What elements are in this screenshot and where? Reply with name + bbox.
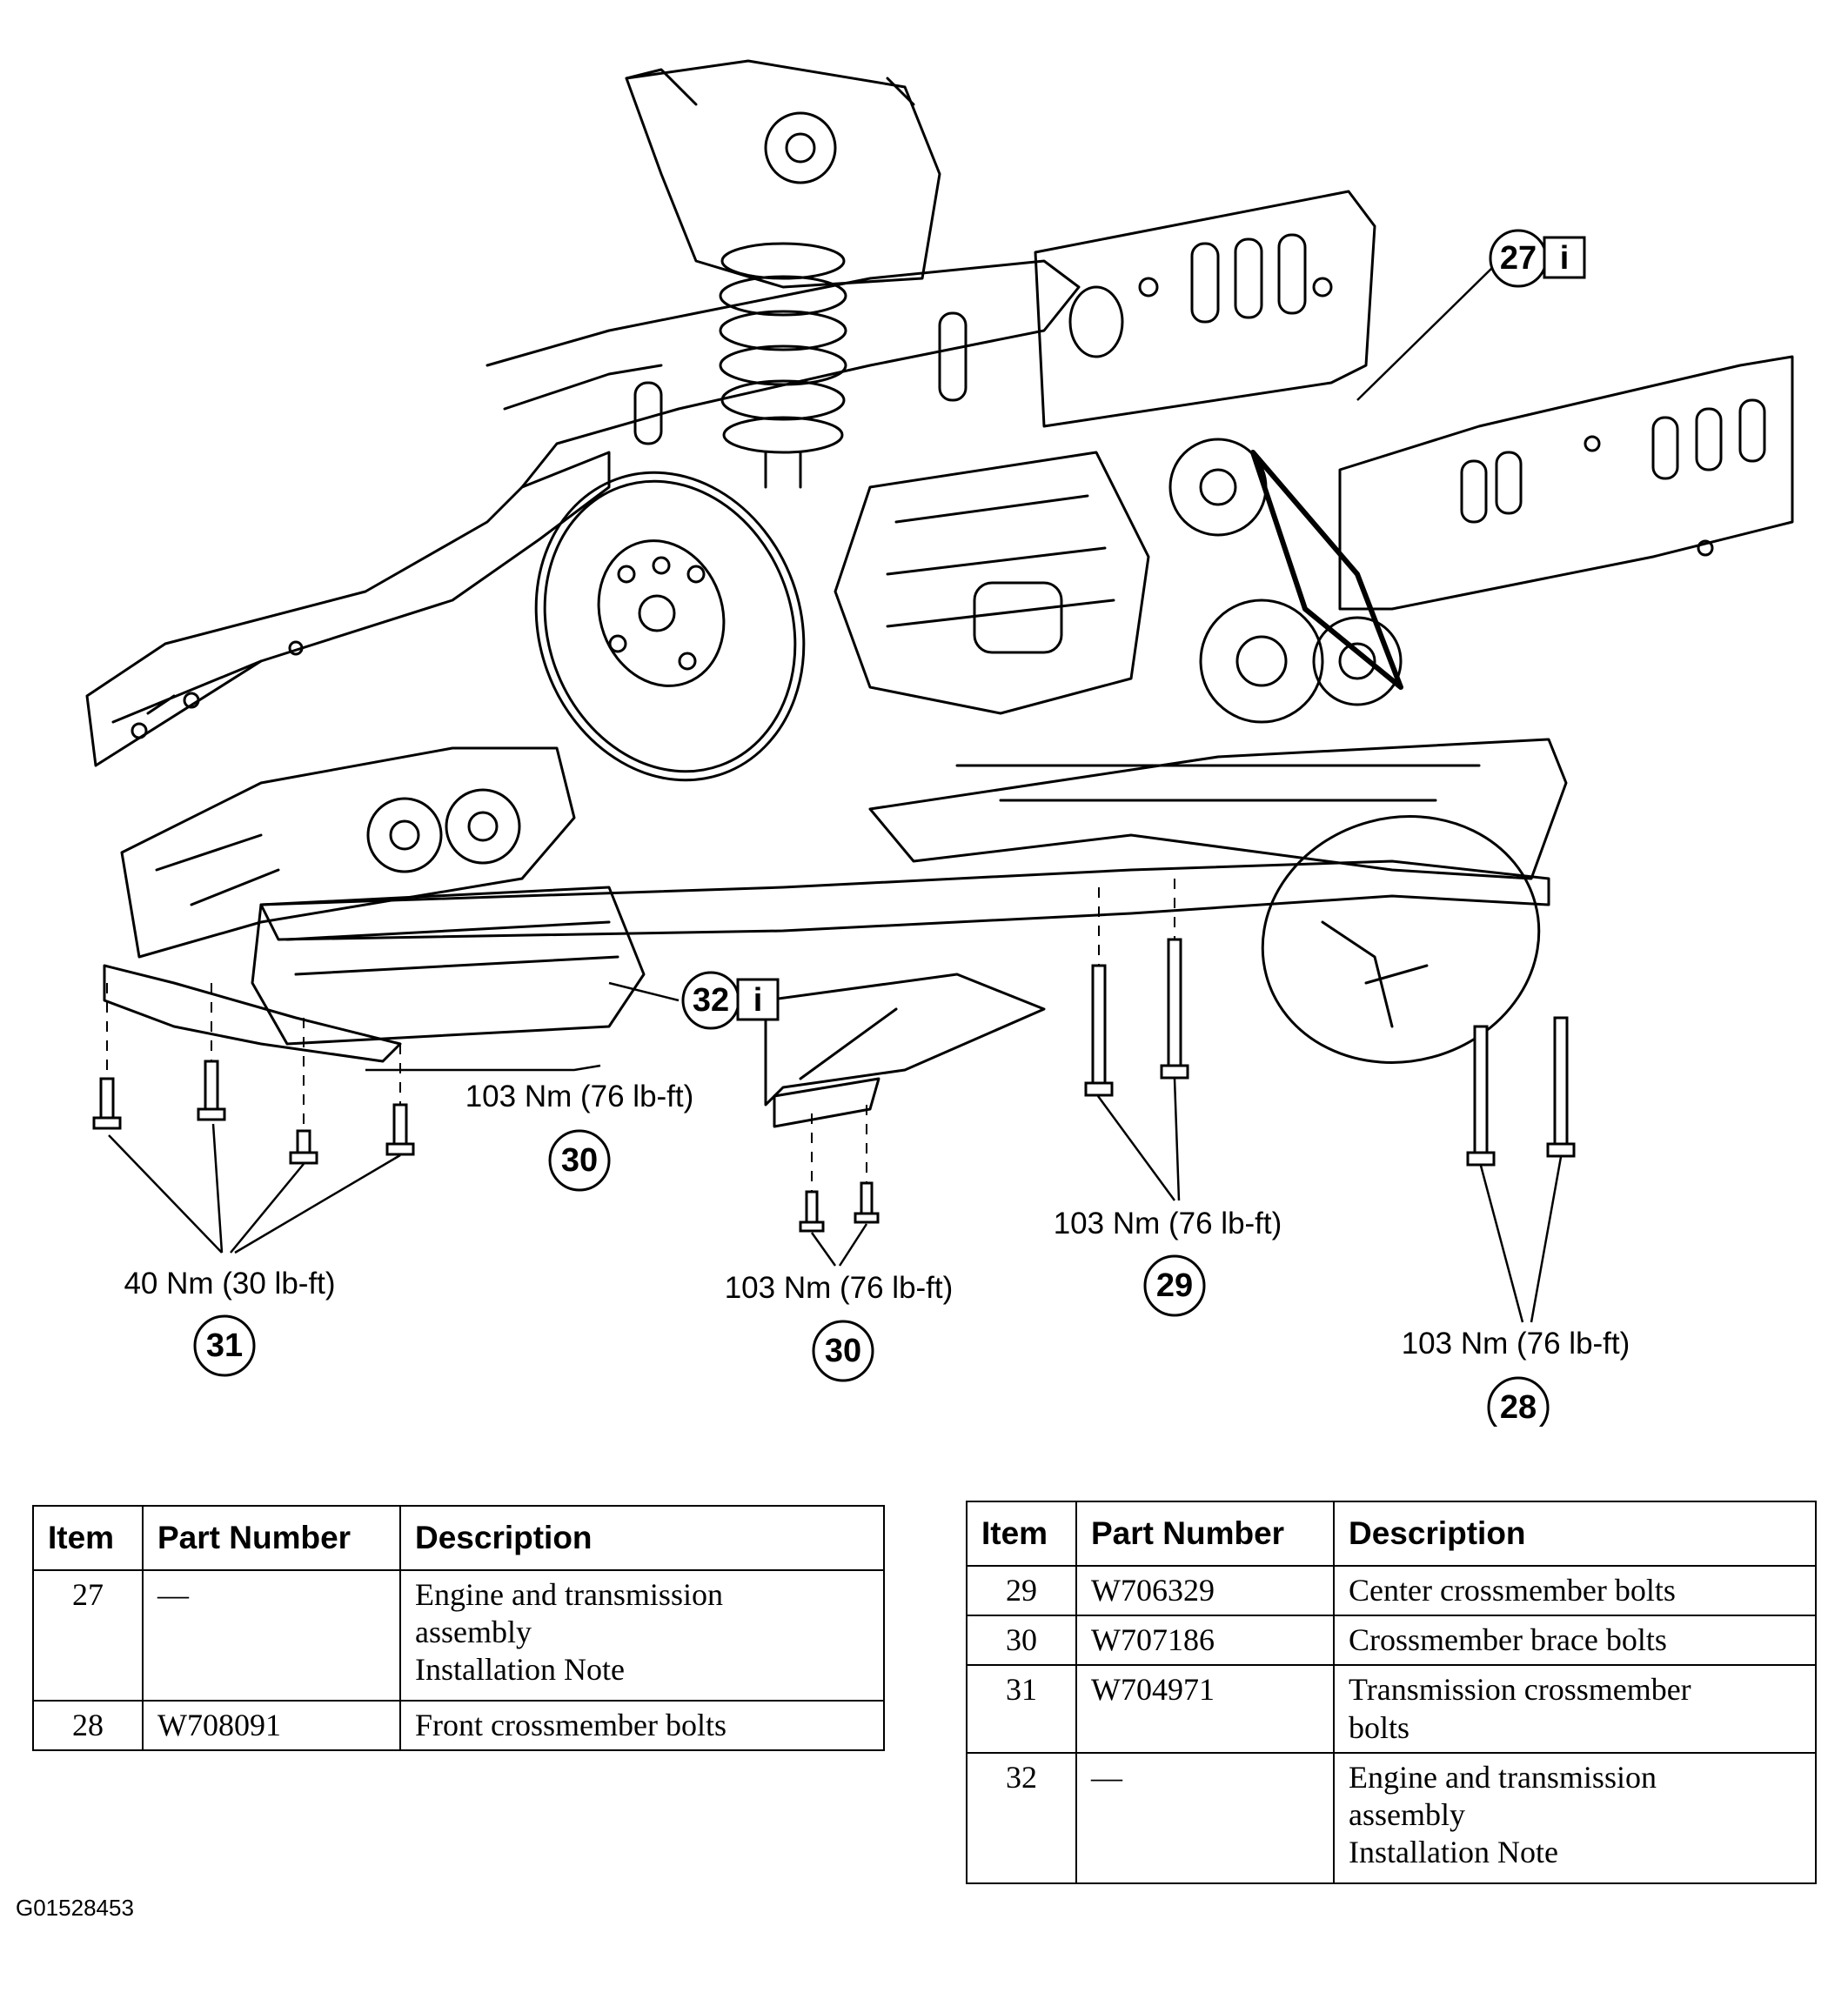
shock-tower [625,59,941,289]
item-cell: 31 [966,1664,1077,1754]
description-line: Center crossmember bolts [1349,1573,1676,1608]
callout-29: 29 [1156,1267,1193,1304]
bolt-28b [1546,1016,1576,1158]
torque-label-28: 103 Nm (76 lb-ft) [1402,1327,1630,1361]
bolt-31a [92,1077,122,1130]
torque-label-30: 103 Nm (76 lb-ft) [725,1271,954,1305]
item-cell: 30 [966,1615,1077,1667]
engine-block [834,451,1150,715]
bolt-31b [197,1060,226,1121]
col-header-part-number: Part Number [1075,1501,1335,1567]
description-cell: Crossmember brace bolts [1333,1615,1817,1667]
table-row: 27 — Engine and transmission assembly In… [32,1569,885,1702]
bolt-30b [854,1181,880,1224]
col-header-part-number: Part Number [142,1505,401,1571]
coil-spring [719,242,847,489]
brake-rotor [534,471,806,782]
info-icon: i [1560,240,1570,277]
description-line: assembly [415,1615,532,1650]
col-header-description: Description [1333,1501,1817,1567]
accessory-drive [1168,438,1403,724]
callout-31: 31 [206,1327,243,1364]
table-row: 29 W706329 Center crossmember bolts [966,1564,1817,1617]
description-cell: Center crossmember bolts [1333,1564,1817,1617]
callout-30: 30 [561,1142,598,1179]
description-line: bolts [1349,1709,1410,1745]
oil-pan [251,886,646,1046]
crossmember-brace [764,973,1046,1107]
description-line: Transmission crossmember [1349,1672,1691,1708]
transmission [120,746,576,959]
upper-frame [485,259,1081,489]
description-line: assembly [1349,1796,1465,1832]
part-number-cell: — [142,1569,401,1702]
parts-table-right: Item Part Number Description 29 W706329 … [966,1501,1817,1884]
transmission-crossmember [103,964,402,1063]
item-cell: 28 [32,1699,144,1752]
right-frame-rail [1338,355,1794,611]
part-number-cell: — [1075,1751,1335,1884]
part-number-cell: W708091 [142,1699,401,1752]
part-number-cell: W707186 [1075,1615,1335,1667]
description-cell: Engine and transmission assembly Install… [1333,1751,1817,1884]
table-row: 31 W704971 Transmission crossmember bolt… [966,1664,1817,1754]
item-cell: 27 [32,1569,144,1702]
engine-chassis-diagram: 27 i 32 i 31 30 30 29 28 40 Nm (30 lb-ft… [85,59,1794,1427]
description-line: Engine and transmission [415,1577,723,1612]
table-row: 30 W707186 Crossmember brace bolts [966,1615,1817,1667]
description-line: Front crossmember bolts [415,1708,726,1742]
torque-label-29: 103 Nm (76 lb-ft) [1054,1207,1282,1240]
callout-27: 27 [1500,240,1537,277]
bolt-29a [1084,964,1114,1097]
right-wheel [1261,815,1541,1064]
table-row: 32 — Engine and transmission assembly In… [966,1751,1817,1884]
bolt-31c [289,1129,318,1165]
bolt-30a [799,1190,825,1233]
callout-32: 32 [693,982,729,1019]
bolt-31d [385,1103,415,1156]
col-header-item: Item [32,1505,144,1571]
col-header-item: Item [966,1501,1077,1567]
info-icon: i [753,982,763,1019]
torque-label-30: 103 Nm (76 lb-ft) [465,1080,694,1113]
parts-table-left: Item Part Number Description 27 — Engine… [32,1505,885,1752]
description-cell: Transmission crossmember bolts [1333,1664,1817,1754]
part-number-cell: W704971 [1075,1664,1335,1754]
center-crossmember [259,859,1550,941]
figure-id: G01528453 [16,1895,134,1921]
part-number-cell: W706329 [1075,1564,1335,1617]
left-frame-rail [85,451,611,767]
table-header-row: Item Part Number Description [966,1501,1817,1567]
bolt-29b [1160,938,1189,1080]
description-cell: Front crossmember bolts [399,1699,885,1752]
torque-label-31: 40 Nm (30 lb-ft) [124,1267,335,1301]
item-cell: 32 [966,1751,1077,1884]
description-line: Engine and transmission [1349,1759,1657,1795]
callout-28: 28 [1500,1389,1537,1426]
front-crossmember [868,738,1568,880]
callout-30: 30 [825,1333,861,1369]
table-row: 28 W708091 Front crossmember bolts [32,1699,885,1752]
description-cell: Engine and transmission assembly Install… [399,1569,885,1702]
col-header-description: Description [399,1505,885,1571]
description-line: Installation Note [415,1652,625,1688]
item-cell: 29 [966,1564,1077,1617]
description-line: Installation Note [1349,1835,1558,1870]
table-header-row: Item Part Number Description [32,1505,885,1571]
radiator-support [1034,190,1376,428]
bolt-28a [1466,1025,1496,1167]
description-line: Crossmember brace bolts [1349,1622,1667,1658]
